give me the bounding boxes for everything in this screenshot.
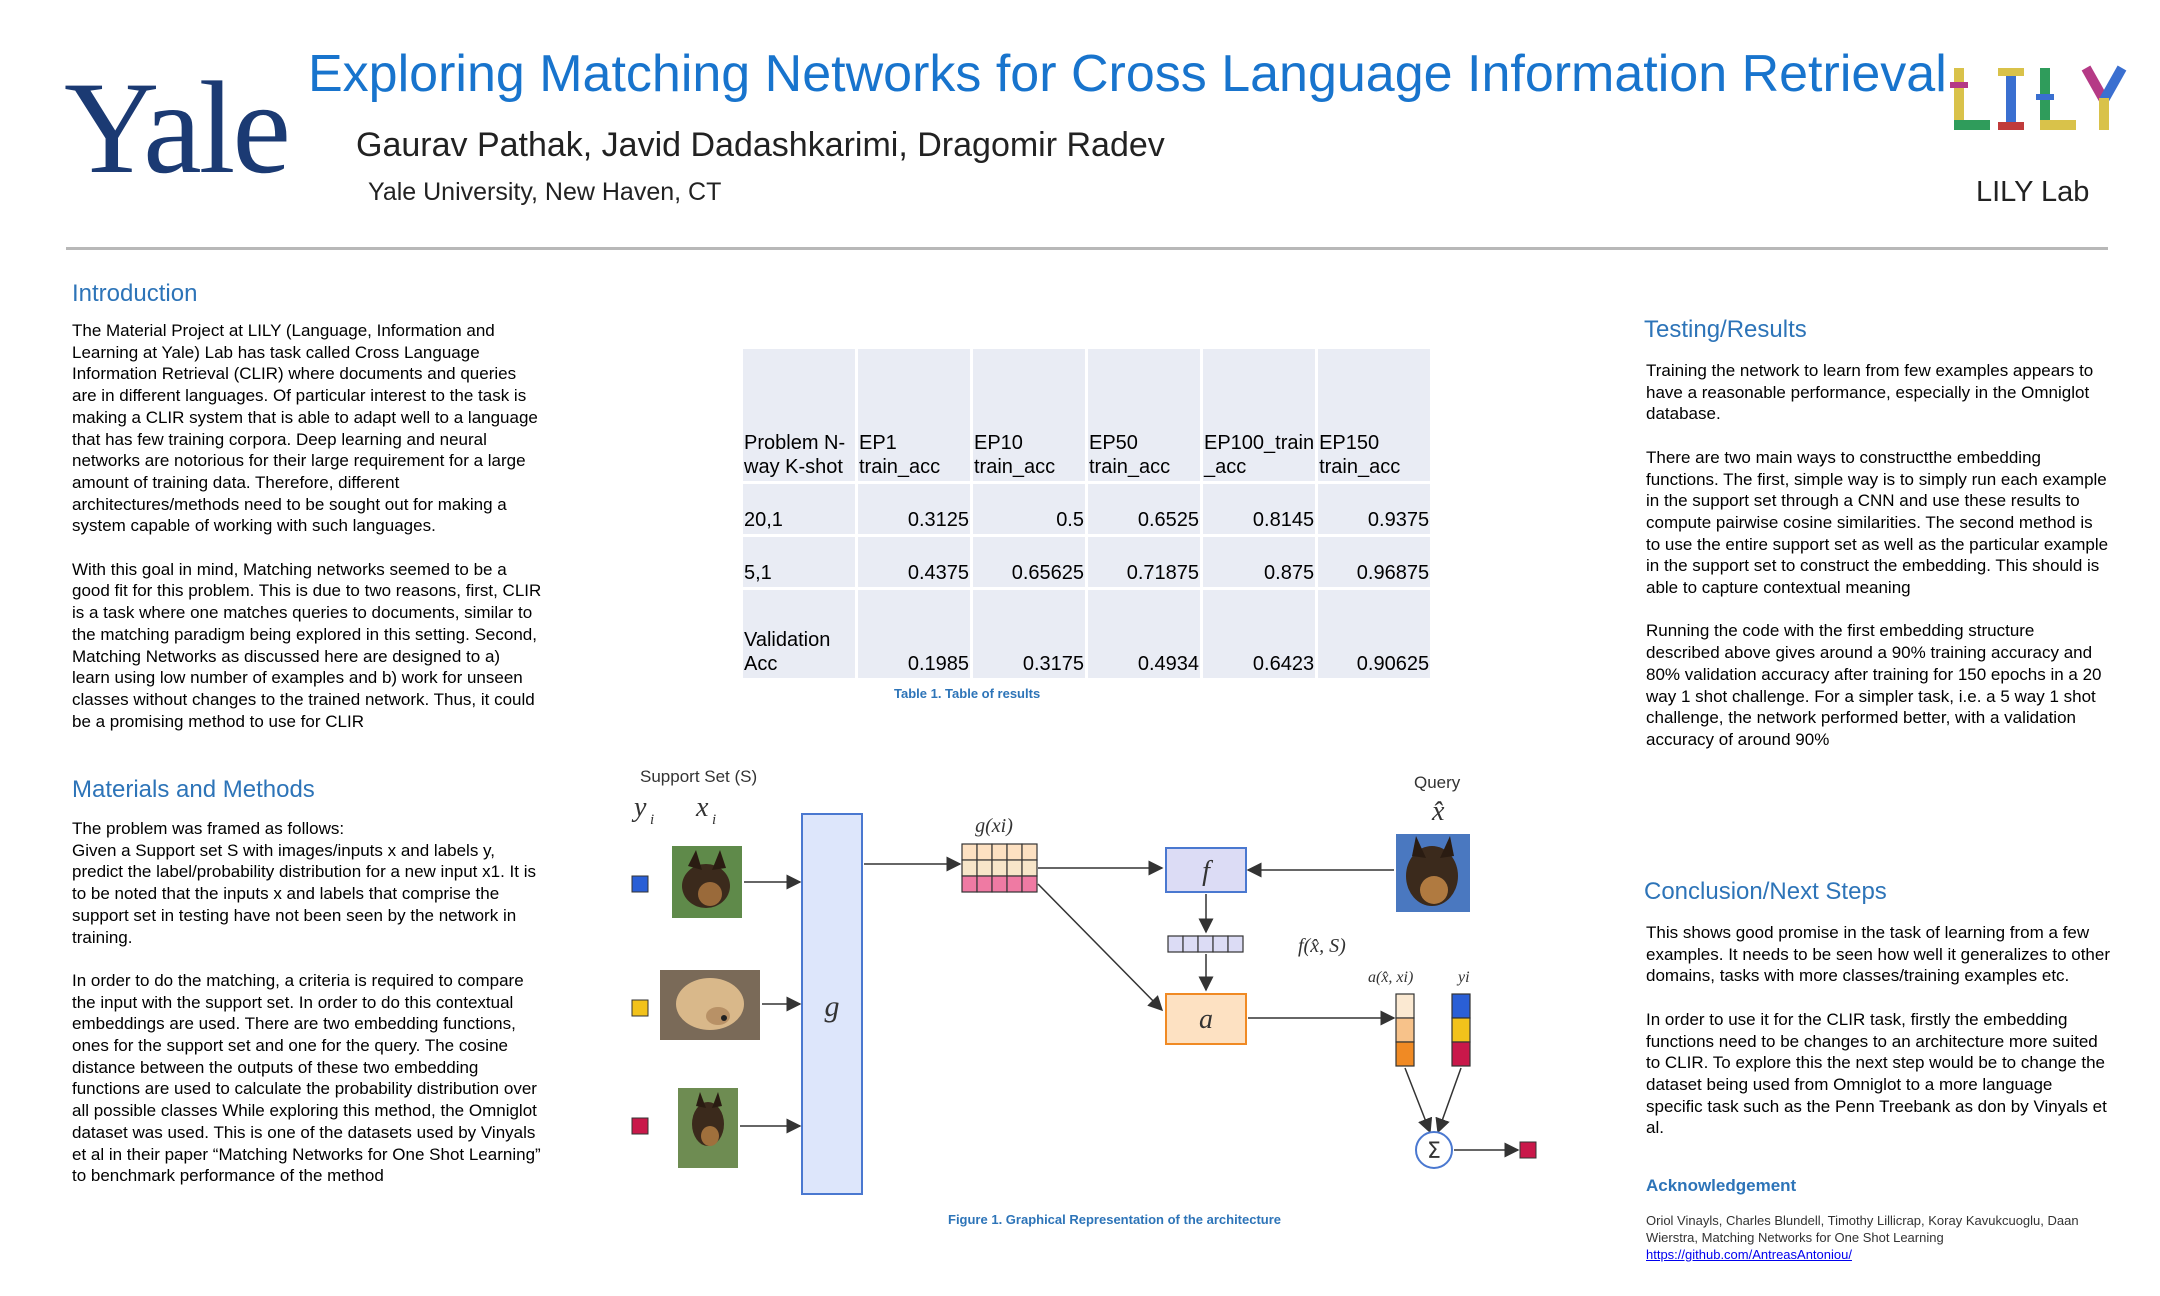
architecture-figure: Support Set (S) y i x i g g(xi) [631, 767, 1537, 1195]
figure-caption: Figure 1. Graphical Representation of th… [948, 1212, 1282, 1227]
table-cell: 0.875 [1203, 537, 1316, 587]
introduction-section: The Material Project at LILY (Language, … [72, 320, 542, 732]
authors: Gaurav Pathak, Javid Dadashkarimi, Drago… [356, 126, 1165, 164]
acknowledgement-heading: Acknowledgement [1646, 1176, 1797, 1195]
results-paragraph-3: Running the code with the first embeddin… [1646, 621, 2102, 749]
results-table: Problem N-way K-shot EP1 train_acc EP10 … [740, 346, 1433, 681]
acknowledgement-text: Oriol Vinayls, Charles Blundell, Timothy… [1646, 1213, 2079, 1245]
table-cell: 0.3125 [858, 484, 970, 534]
attention-output-vector [1395, 993, 1415, 1067]
g-embedding-box [801, 813, 863, 1195]
table-cell: 0.5 [973, 484, 1085, 534]
support-image-2 [660, 970, 760, 1040]
conclusion-paragraph-2: In order to use it for the CLIR task, fi… [1646, 1009, 2107, 1138]
results-paragraph-1: Training the network to learn from few e… [1646, 361, 2094, 424]
results-heading: Testing/Results [1644, 316, 1807, 343]
materials-paragraph-1: The problem was framed as follows: [72, 819, 345, 838]
a-attention-box [1165, 993, 1247, 1045]
materials-section: The problem was framed as follows: Given… [72, 818, 542, 1187]
table-header-cell: EP150 train_acc [1318, 349, 1431, 481]
lily-logo-letter-i [1998, 68, 2024, 130]
table-cell: 0.6423 [1203, 590, 1316, 678]
introduction-paragraph-1: The Material Project at LILY (Language, … [72, 321, 538, 536]
acknowledgement-link[interactable]: https://github.com/AntreasAntoniou/ [1646, 1247, 1852, 1262]
table-header-cell: EP1 train_acc [858, 349, 970, 481]
table-cell: 0.4934 [1088, 590, 1200, 678]
attention-output-label: a(x̂, xi) [1368, 969, 1413, 986]
yale-logo: Yale [64, 54, 291, 201]
table-cell: 20,1 [743, 484, 855, 534]
conclusion-section: This shows good promise in the task of l… [1646, 922, 2110, 1139]
table-cell: 0.4375 [858, 537, 970, 587]
table-cell: Validation Acc [743, 590, 855, 678]
a-label: a [1199, 1004, 1213, 1035]
table-cell: 0.6525 [1088, 484, 1200, 534]
f-output-vector [1167, 935, 1244, 953]
table-cell: 0.9375 [1318, 484, 1431, 534]
label-square-crimson [631, 1117, 649, 1135]
materials-paragraph-3: In order to do the matching, a criteria … [72, 970, 541, 1186]
table-cell: 0.90625 [1318, 590, 1431, 678]
introduction-paragraph-2: With this goal in mind, Matching network… [72, 559, 542, 731]
f-output-label: f(x̂, S) [1298, 935, 1346, 957]
table-cell: 0.8145 [1203, 484, 1316, 534]
label-square-yellow [631, 999, 649, 1017]
g-output-label: g(xi) [975, 815, 1013, 837]
sum-symbol: Σ [1427, 1139, 1441, 1164]
results-section: Training the network to learn from few e… [1646, 360, 2110, 751]
table-caption: Table 1. Table of results [894, 686, 1041, 701]
introduction-heading: Introduction [72, 280, 198, 307]
labels-vector-label: yi [1456, 969, 1470, 986]
table-header-cell: Problem N-way K-shot [743, 349, 855, 481]
table-cell: 0.1985 [858, 590, 970, 678]
query-label: Query [1414, 773, 1461, 792]
lily-lab-logo: LILY [1950, 65, 2127, 143]
table-row: 5,1 0.4375 0.65625 0.71875 0.875 0.96875 [743, 537, 1431, 587]
poster-title: Exploring Matching Networks for Cross La… [308, 45, 1947, 103]
table-cell: 0.96875 [1318, 537, 1431, 587]
table-header-cell: EP10 train_acc [973, 349, 1085, 481]
lily-logo-letter-y [2081, 65, 2127, 130]
support-x-subscript: i [712, 812, 716, 828]
output-label-square [1519, 1141, 1537, 1159]
materials-heading: Materials and Methods [72, 776, 315, 803]
lab-name: LILY Lab [1976, 176, 2090, 208]
query-image [1396, 834, 1470, 912]
table-header-cell: EP100_train _acc [1203, 349, 1316, 481]
table-header-cell: EP50 train_acc [1088, 349, 1200, 481]
results-paragraph-2: There are two main ways to constructthe … [1646, 447, 2109, 598]
table-cell: 0.65625 [973, 537, 1085, 587]
support-set-label: Support Set (S) [640, 767, 757, 786]
f-label: f [1202, 856, 1213, 887]
query-x-label: x̂ [1431, 796, 1445, 827]
table-cell: 5,1 [743, 537, 855, 587]
g-output-vectors [961, 843, 1038, 893]
table-row: Validation Acc 0.1985 0.3175 0.4934 0.64… [743, 590, 1431, 678]
f-embedding-box [1165, 847, 1247, 893]
support-image-1 [672, 846, 742, 918]
support-x-label: x [695, 792, 709, 823]
table-header-row: Problem N-way K-shot EP1 train_acc EP10 … [743, 349, 1431, 481]
lily-logo-letter-l1 [1950, 68, 1990, 130]
label-square-blue [631, 875, 649, 893]
sum-node [1415, 1131, 1453, 1169]
table-row: 20,1 0.3125 0.5 0.6525 0.8145 0.9375 [743, 484, 1431, 534]
table-cell: 0.3175 [973, 590, 1085, 678]
support-y-subscript: i [650, 812, 654, 828]
support-image-3 [678, 1088, 738, 1168]
header-divider [66, 247, 2108, 250]
conclusion-heading: Conclusion/Next Steps [1644, 878, 1887, 905]
affiliation: Yale University, New Haven, CT [368, 178, 722, 206]
acknowledgement-section: Oriol Vinayls, Charles Blundell, Timothy… [1646, 1212, 2116, 1263]
labels-vector [1451, 993, 1471, 1067]
conclusion-paragraph-1: This shows good promise in the task of l… [1646, 923, 2110, 986]
lily-logo-letter-l2 [2036, 68, 2076, 130]
lily-logo-text: LILY [2035, 141, 2037, 143]
g-label: g [825, 990, 840, 1023]
support-y-label: y [631, 792, 647, 823]
materials-paragraph-2: Given a Support set S with images/inputs… [72, 840, 536, 947]
table-cell: 0.71875 [1088, 537, 1200, 587]
